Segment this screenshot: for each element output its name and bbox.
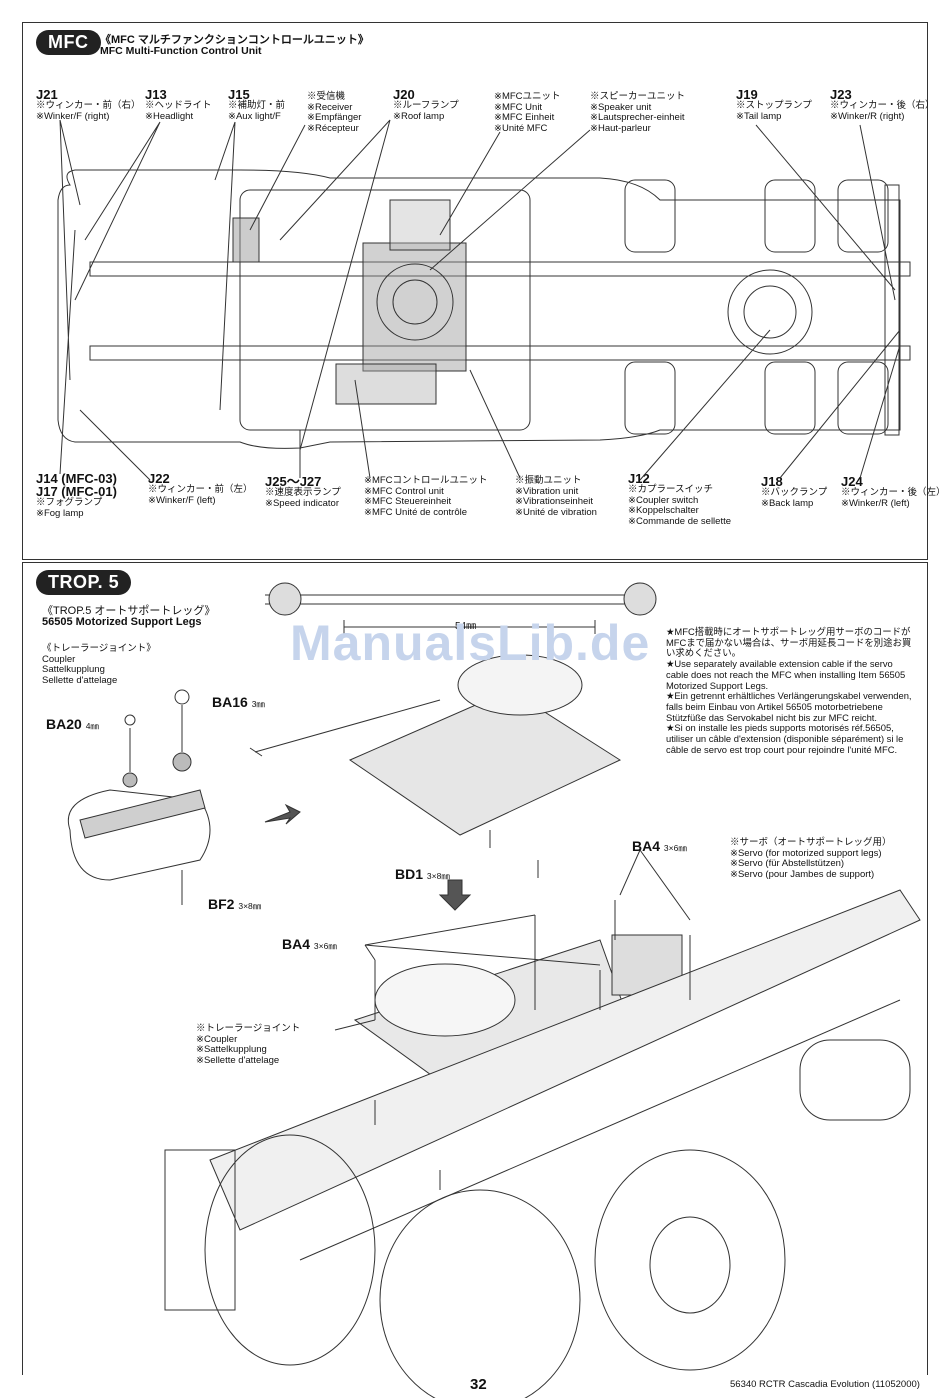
- control-unit-box: [335, 363, 437, 405]
- page-number: 32: [470, 1376, 487, 1393]
- label-j13: J13※ヘッドライト※Headlight: [145, 87, 212, 122]
- mfc-title-en: MFC Multi-Function Control Unit: [100, 45, 262, 57]
- label-mfc-control-unit: ※MFCコントロールユニット※MFC Control unit※MFC Steu…: [364, 475, 488, 518]
- part-ba16: BA16 3㎜: [212, 694, 265, 710]
- dimension-label: 54㎜: [455, 621, 477, 632]
- servo-label: ※サーボ（オートサポートレッグ用）※Servo (for motorized s…: [730, 837, 892, 880]
- rear-wheel-1: [204, 1134, 376, 1366]
- receiver-box: [232, 217, 260, 263]
- part-ba20: BA20 4㎜: [46, 716, 99, 732]
- fifth-wheel-top: [457, 654, 583, 716]
- mfc-badge: MFC: [36, 30, 101, 55]
- label-j20: J20※ルーフランプ※Roof lamp: [393, 87, 459, 122]
- label-j23: J23※ウィンカー・後（右）※Winker/R (right): [830, 87, 935, 122]
- label-j22: J22※ウィンカー・前（左）※Winker/F (left): [148, 471, 253, 506]
- mfc-title-jp: 《MFC マルチファンクションコントロールユニット》: [100, 34, 369, 46]
- label-j19: J19※ストップランプ※Tail lamp: [736, 87, 812, 122]
- trop-section-frame: [22, 562, 928, 1375]
- label-j21: J21※ウィンカー・前（右）※Winker/F (right): [36, 87, 141, 122]
- down-arrow: [438, 879, 472, 911]
- footer-text: 56340 RCTR Cascadia Evolution (11052000): [730, 1379, 920, 1390]
- extension-cable-note: ★MFC搭載時にオートサポートレッグ用サーボのコードがMFCまで届かない場合は、…: [666, 626, 912, 755]
- label-speaker-unit: ※スピーカーユニット※Speaker unit※Lautsprecher-ein…: [590, 91, 686, 134]
- label-j24: J24※ウィンカー・後（左）※Winker/R (left): [841, 474, 946, 509]
- frame-rail-bottom: [89, 345, 911, 361]
- part-bd1: BD1 3×8㎜: [395, 866, 450, 882]
- mfc-section-frame: [22, 22, 928, 560]
- label-j15: J15※補助灯・前※Aux light/F: [228, 87, 286, 122]
- rear-wheel-3: [594, 1149, 786, 1371]
- fifth-wheel-lower: [374, 963, 516, 1037]
- fuel-tank: [799, 1039, 911, 1121]
- label-mfc-unit: ※MFCユニット※MFC Unit※MFC Einheit※Unité MFC: [494, 91, 561, 134]
- coupler-detail: [68, 789, 211, 881]
- coupler-plate: [348, 689, 622, 836]
- label-j25-j27: J25～J27※速度表示ランプ※Speed indicator: [265, 474, 341, 509]
- mud-flap: [164, 1149, 236, 1311]
- label-vibration-unit: ※振動ユニット※Vibration unit※Vibrationseinheit…: [515, 475, 597, 518]
- label-receiver: ※受信機※Receiver※Empfänger※Récepteur: [307, 91, 362, 134]
- trop-title-en: 56505 Motorized Support Legs: [42, 616, 202, 628]
- trop-badge: TROP. 5: [36, 570, 132, 595]
- coupler-label-lower: ※トレーラージョイント※Coupler※Sattelkupplung※Selle…: [196, 1023, 301, 1066]
- part-ba4-plate: BA4 3×6㎜: [282, 936, 337, 952]
- support-rod: [265, 594, 655, 605]
- chassis-outline: [57, 169, 901, 449]
- rear-wheel-2: [379, 1189, 581, 1398]
- mfc-logo: [376, 263, 454, 341]
- label-j18: J18※バックランプ※Back lamp: [761, 474, 828, 509]
- cab-rear: [239, 189, 531, 431]
- part-bf2: BF2 3×8㎜: [208, 896, 262, 912]
- direction-arrow: [264, 803, 301, 825]
- mfc-unit-box: [362, 242, 467, 372]
- trop-title-jp: 《TROP.5 オートサポートレッグ》: [42, 605, 216, 617]
- watermark: ManualsLib.de: [290, 615, 651, 671]
- speaker-box: [389, 199, 451, 251]
- fifth-wheel: [727, 269, 813, 355]
- label-j14-j17: J14 (MFC-03)J17 (MFC-01)※フォグランプ※Fog lamp: [36, 471, 117, 519]
- truck-frame: [209, 889, 921, 1231]
- part-ba4-servo: BA4 3×6㎜: [632, 838, 687, 854]
